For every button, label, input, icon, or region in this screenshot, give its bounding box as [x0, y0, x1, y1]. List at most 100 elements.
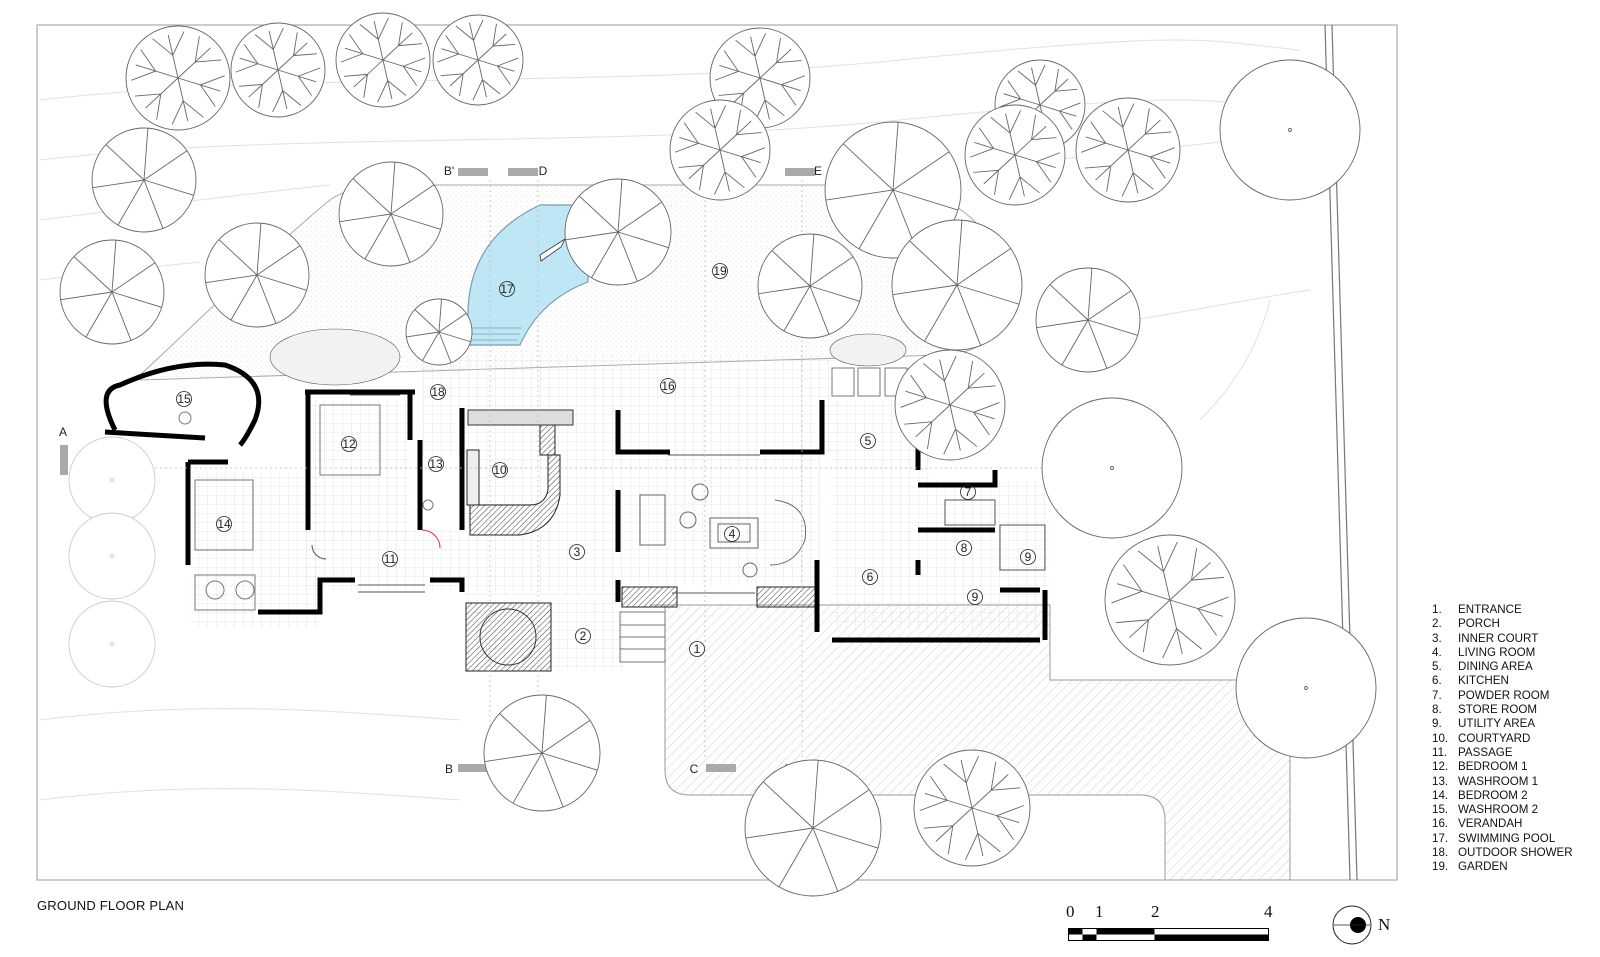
tree-icon: [564, 178, 672, 286]
swimming-pool: [467, 204, 589, 346]
legend-label: ENTRANCE: [1458, 603, 1522, 616]
tree-icon: [405, 298, 473, 366]
tree-icon: [964, 104, 1066, 206]
drawing-title: GROUND FLOOR PLAN: [37, 898, 185, 913]
room-tag-label: 8: [961, 541, 968, 555]
room-tag-label: 16: [661, 379, 675, 393]
legend-number: 8.: [1432, 703, 1442, 717]
room-tag-label: 13: [429, 457, 443, 471]
legend-item: 9. UTILITY AREA: [1432, 717, 1598, 731]
legend-item: 3.INNER COURT: [1432, 632, 1598, 646]
legend-item: 2.PORCH: [1432, 617, 1598, 631]
section-mark-label: C: [690, 762, 699, 776]
tree-icon: [894, 349, 1006, 461]
room-tag: 13: [428, 456, 444, 472]
legend-number: 12.: [1432, 760, 1449, 774]
legend-label: STORE ROOM: [1458, 703, 1538, 717]
tree-icon: [59, 239, 165, 345]
legend-item: 16. VERANDAH: [1432, 817, 1598, 831]
living-furniture: [639, 483, 807, 578]
room-tag: 3: [569, 544, 585, 560]
legend-label: WASHROOM 1: [1458, 774, 1539, 788]
scale-label-0: 0: [1066, 902, 1075, 921]
legend-item: 7.POWDER ROOM: [1432, 689, 1598, 703]
legend-number: 16.: [1432, 817, 1449, 831]
room-tag-label: 6: [867, 570, 874, 584]
scale-bar-graphic: [1068, 928, 1269, 941]
legend-label: UTILITY AREA: [1458, 717, 1536, 731]
room-tag: 15: [176, 391, 192, 407]
courtyard-planter: [469, 454, 561, 536]
room-tag: 9: [967, 589, 983, 605]
legend-number: 9.: [1432, 717, 1442, 731]
room-tag: 2: [575, 628, 591, 644]
scale-label-4: 4: [1264, 902, 1273, 921]
legend-item: 12. BEDROOM 1: [1432, 760, 1598, 774]
room-tag: 14: [216, 516, 232, 532]
tree-icon: [125, 25, 231, 131]
room-tag-label: 9: [972, 590, 979, 604]
room-tag-label: 11: [384, 552, 397, 566]
legend-item: 18.OUTDOOR SHOWER: [1432, 846, 1598, 860]
legend-number: 4.: [1432, 645, 1442, 659]
tree-icon: [824, 121, 962, 259]
legend-label: WASHROOM 2: [1458, 803, 1539, 817]
legend-label: BEDROOM 1: [1458, 760, 1528, 774]
legend-label: VERANDAH: [1458, 817, 1523, 831]
room-tag: 12: [341, 436, 357, 452]
tree-icon: [1219, 59, 1361, 201]
scale-label-2: 2: [1151, 902, 1160, 921]
legend-label: KITCHEN: [1458, 674, 1509, 688]
legend-label: SWIMMING POOL: [1458, 831, 1556, 845]
room-tag: 17: [499, 281, 515, 297]
legend-label: PASSAGE: [1458, 745, 1513, 759]
tree-icon: [1041, 397, 1183, 539]
legend-label: GARDEN: [1458, 860, 1508, 874]
legend-number: 13.: [1432, 774, 1449, 788]
tree-icon: [68, 512, 156, 600]
tree-icon: [230, 22, 326, 118]
room-tag: 6: [862, 569, 878, 585]
room-tag-label: 7: [965, 485, 972, 499]
tree-icon: [757, 233, 863, 339]
legend-number: 14.: [1432, 788, 1449, 802]
legend-item: 11. PASSAGE: [1432, 746, 1598, 760]
legend-item: 13. WASHROOM 1: [1432, 775, 1598, 789]
room-tag: 11: [382, 551, 398, 567]
room-tag-label: 5: [865, 434, 872, 448]
site-boundary: [36, 24, 1398, 881]
tree-icon: [483, 694, 601, 812]
room-tag: 4: [724, 526, 740, 542]
legend-label: DINING AREA: [1458, 660, 1533, 674]
section-mark-label: A: [59, 425, 67, 439]
room-tag-label: 4: [729, 527, 736, 541]
legend-item: 17.SWIMMING POOL: [1432, 832, 1598, 846]
room-tag-label: 18: [431, 385, 445, 399]
tree-icon: [891, 219, 1023, 351]
tree-icon: [335, 12, 431, 108]
legend-label: OUTDOOR SHOWER: [1458, 846, 1573, 860]
scale-bar: 0 1 2 4: [1066, 902, 1273, 950]
north-label: N: [1378, 915, 1391, 934]
legend-number: 5.: [1432, 660, 1442, 674]
room-tag: 18: [430, 384, 446, 400]
legend-number: 1.: [1432, 603, 1442, 616]
room-tag-label: 1: [694, 642, 701, 656]
legend-number: 2.: [1432, 617, 1442, 631]
room-tag: 9: [1020, 549, 1036, 565]
tree-icon: [1104, 534, 1236, 666]
legend-number: 3.: [1432, 631, 1442, 645]
room-tag: 1: [689, 641, 705, 657]
legend-item: 1. ENTRANCE: [1432, 603, 1598, 617]
legend-item: 6.KITCHEN: [1432, 674, 1598, 688]
section-mark-label: B: [445, 762, 453, 776]
tree-icon: [744, 759, 882, 897]
legend-item: 14.BEDROOM 2: [1432, 789, 1598, 803]
room-tag: 7: [960, 484, 976, 500]
tree-icon: [91, 127, 197, 233]
legend-number: 11.: [1432, 745, 1448, 759]
tree-icon: [1075, 97, 1181, 203]
tree-icon: [669, 99, 771, 201]
